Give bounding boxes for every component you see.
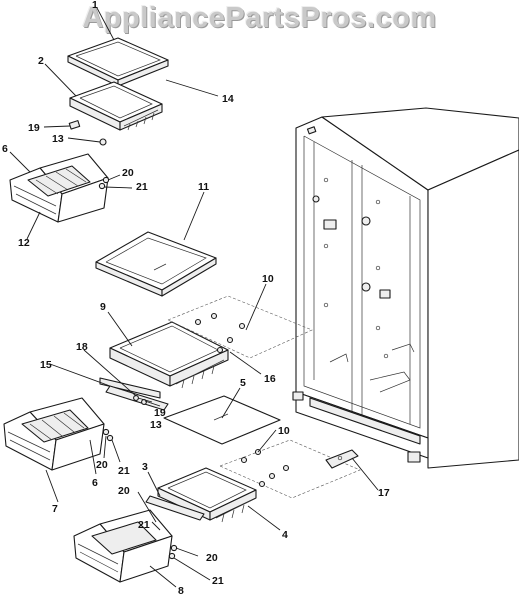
callout-20: 20 (96, 459, 108, 471)
callout-21: 21 (118, 465, 130, 477)
part-17-bracket (325, 449, 359, 469)
part-11-glass-shelf (95, 231, 217, 297)
callout-10: 10 (262, 273, 274, 285)
callout-10: 10 (278, 425, 290, 437)
part-5-cover (163, 395, 281, 445)
callout-labels: 1 2 14 19 13 6 20 21 12 11 10 9 16 18 15… (2, 0, 390, 597)
part-3-rail (145, 495, 205, 521)
part-2-frame (69, 81, 163, 131)
callout-21: 21 (136, 181, 148, 193)
watermark: AppliancePartsPros.com (82, 2, 437, 34)
part-1-shelf-cover (67, 37, 169, 87)
callout-19: 19 (154, 407, 166, 419)
callout-7: 7 (52, 503, 58, 515)
cabinet-side (427, 149, 519, 469)
callout-20: 20 (206, 552, 218, 564)
callout-12: 12 (18, 237, 30, 249)
part-9-frame (109, 321, 229, 389)
callout-19: 19 (28, 122, 40, 134)
callout-21: 21 (212, 575, 224, 587)
callout-9: 9 (100, 301, 106, 313)
part-8-crisper-pan (73, 509, 173, 583)
cabinet (292, 107, 519, 469)
callout-6: 6 (92, 477, 98, 489)
callout-13: 13 (150, 419, 162, 431)
callout-2: 2 (38, 55, 44, 67)
callout-4: 4 (282, 529, 288, 541)
callout-18: 18 (76, 341, 88, 353)
callout-16: 16 (264, 373, 276, 385)
part-4-frame (157, 467, 257, 523)
callout-20: 20 (118, 485, 130, 497)
leader-lines (9, 7, 379, 588)
callout-13: 13 (52, 133, 64, 145)
callout-21: 21 (138, 519, 150, 531)
callout-17: 17 (378, 487, 390, 499)
callout-11: 11 (198, 181, 209, 193)
callout-1: 1 (92, 0, 98, 11)
callout-20: 20 (122, 167, 134, 179)
part-7-crisper-pan (3, 397, 105, 471)
callout-3: 3 (142, 461, 148, 473)
callout-6: 6 (2, 143, 8, 155)
cabinet-top (321, 107, 519, 191)
callout-15: 15 (40, 359, 52, 371)
callout-8: 8 (178, 585, 184, 597)
callout-14: 14 (222, 93, 234, 105)
part-12-crisper-pan (9, 153, 109, 223)
callout-5: 5 (240, 377, 246, 389)
